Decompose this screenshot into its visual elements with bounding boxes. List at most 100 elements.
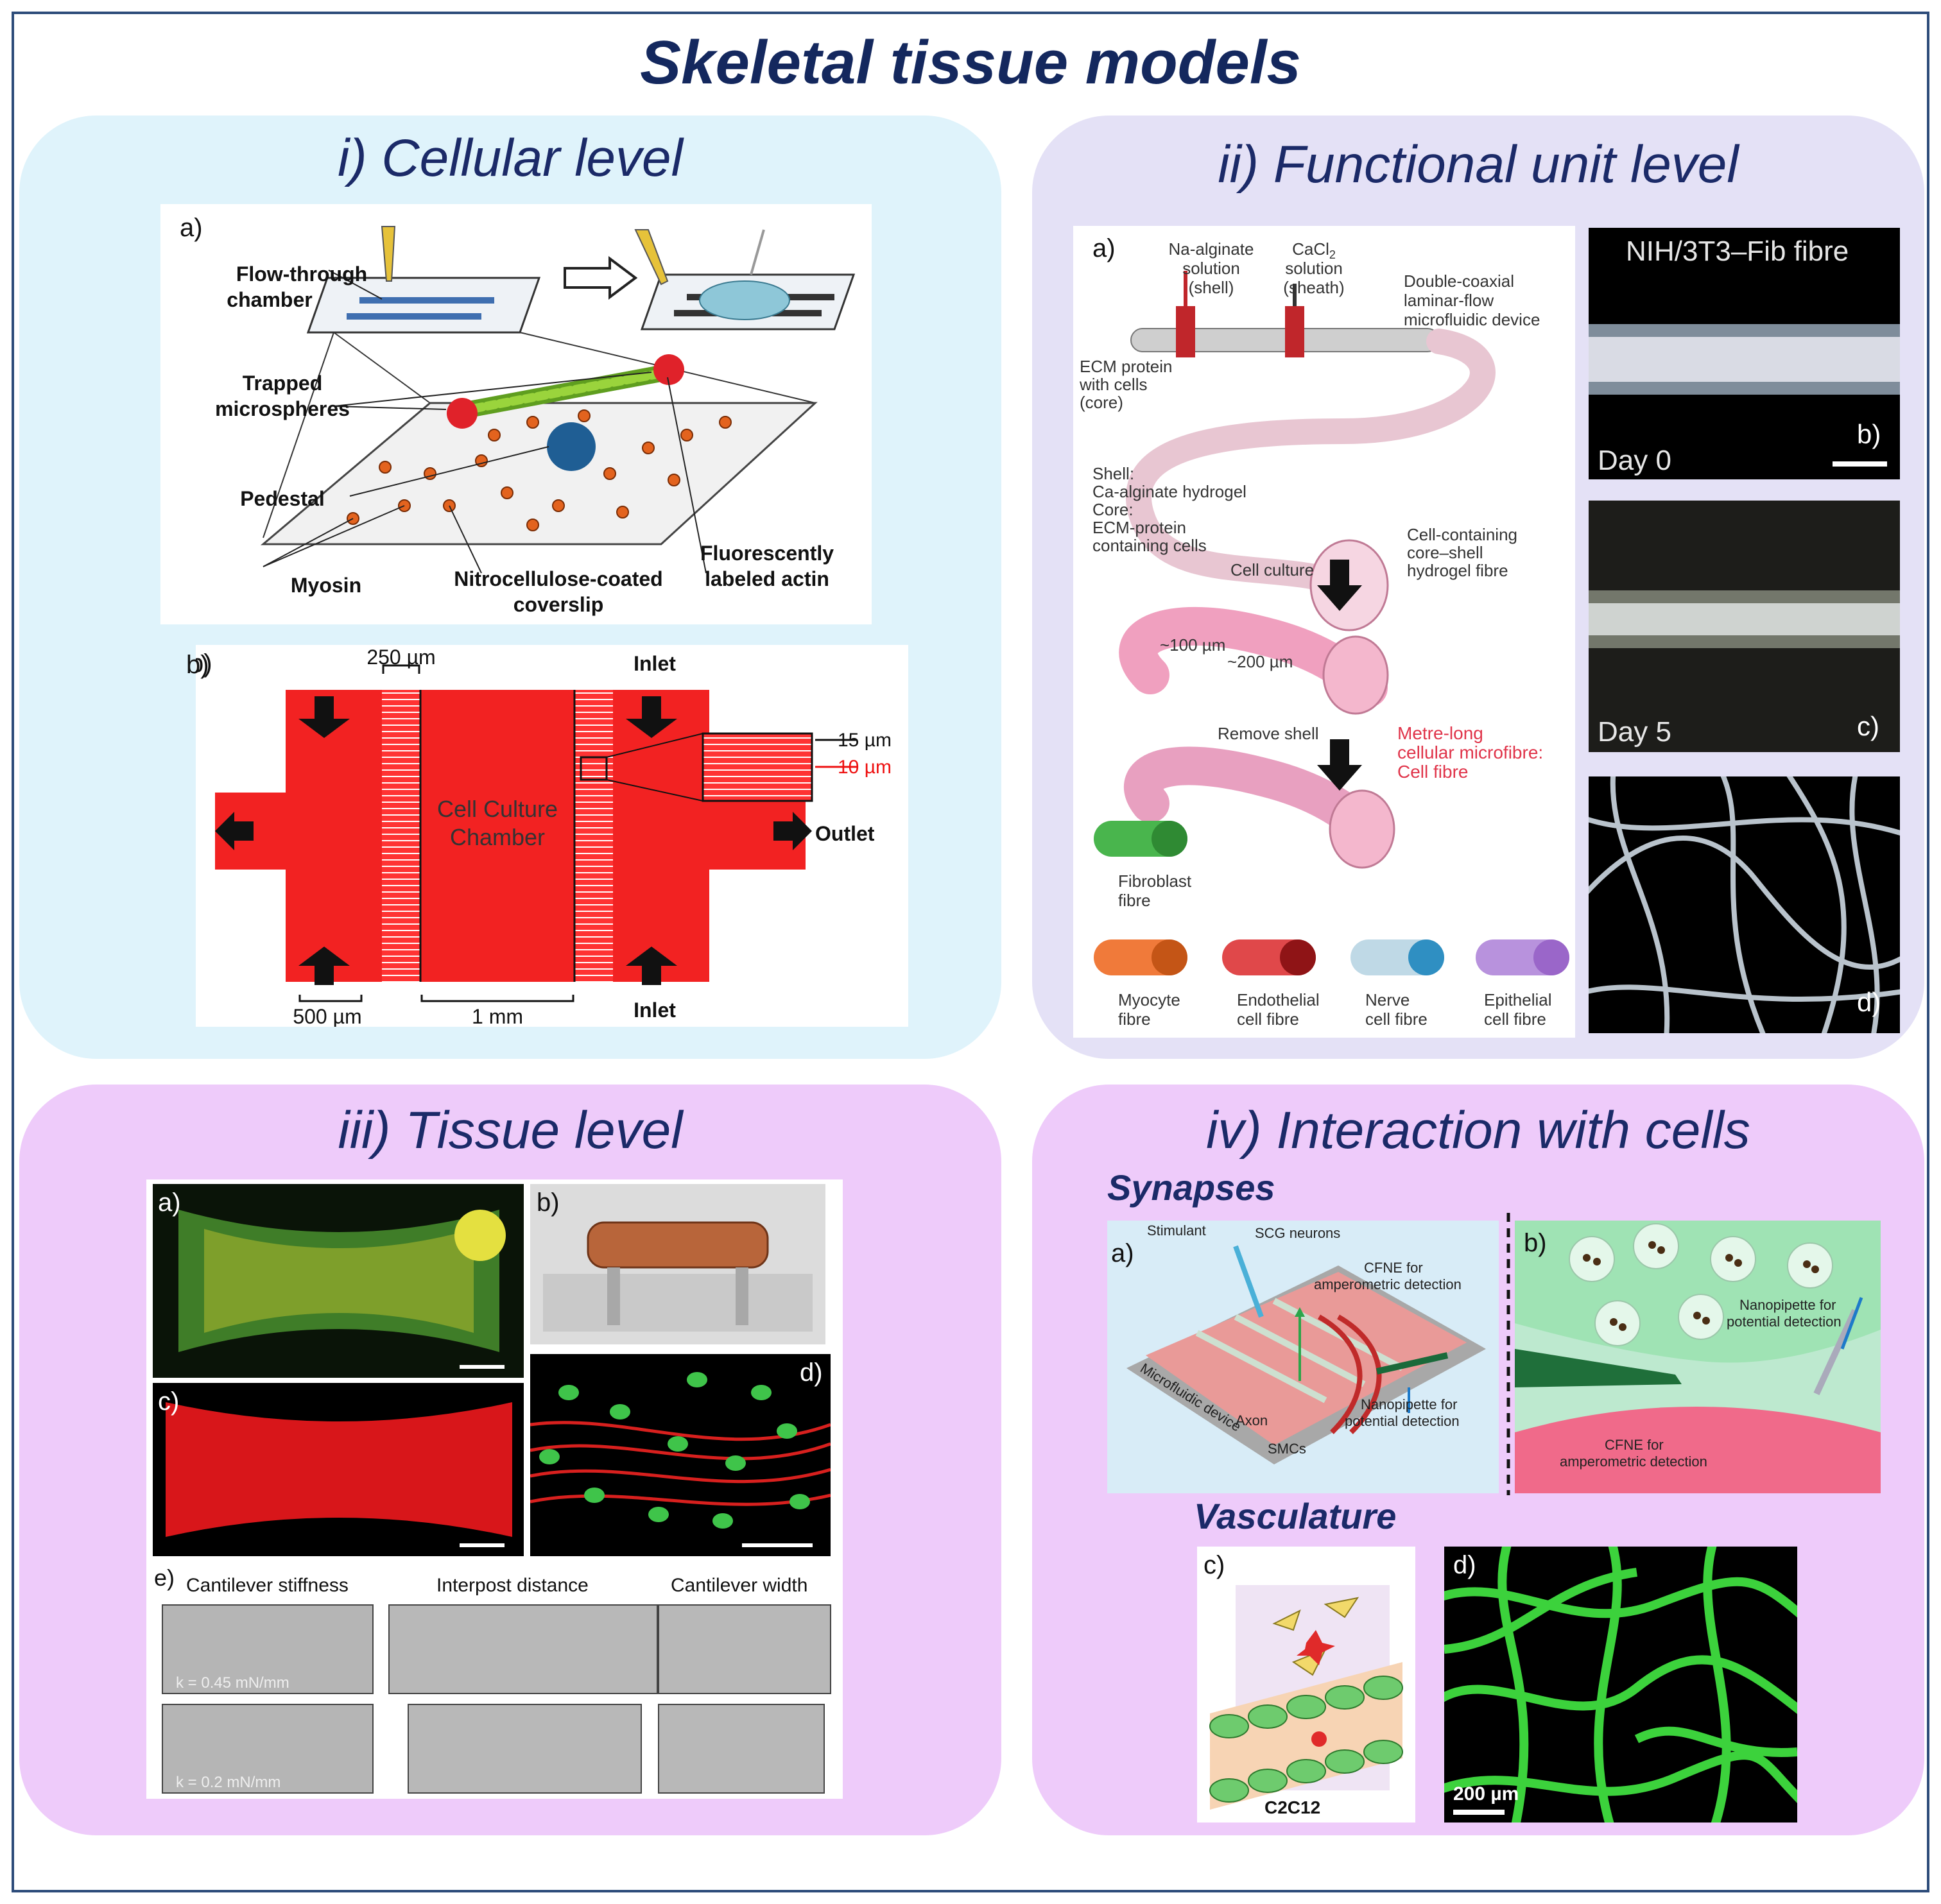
one-mm-label: 1 mm xyxy=(472,1005,523,1027)
potential-detection-label: potential detection xyxy=(1345,1413,1460,1429)
coverslip-label: coverslip xyxy=(513,593,604,616)
scale-200-label: 200 µm xyxy=(1453,1783,1519,1805)
epithelial-label: Epithelial xyxy=(1484,990,1552,1009)
cellular-panel-b: 250 µm Inlet Inlet Outlet Cell Culture C… xyxy=(189,645,908,1028)
cantilever-width-narrow xyxy=(658,1704,825,1794)
microfluidic-device-label: microfluidic device xyxy=(1404,310,1540,329)
vasculature-panel-c-label: c) xyxy=(1203,1551,1225,1579)
fibroblast-fibre-label: fibre xyxy=(1118,891,1151,910)
scale-bar xyxy=(1833,461,1887,467)
figure-title: Skeletal tissue models xyxy=(640,28,1301,97)
micrograph-day-5: Day 5 c) xyxy=(1589,501,1900,752)
interpost-distance-short xyxy=(408,1704,642,1794)
functional-panel-b-label: b) xyxy=(1857,419,1881,449)
vasculature-heading: Vasculature xyxy=(1194,1496,1397,1536)
nanopipette-b-label: Nanopipette for xyxy=(1739,1297,1836,1313)
core-shell-label: core–shell xyxy=(1407,543,1483,562)
actin-filament xyxy=(454,364,676,419)
laminar-flow-label: laminar-flow xyxy=(1404,291,1494,310)
cell-fibre-types xyxy=(1094,821,1569,975)
metre-long-label: Metre-long xyxy=(1397,723,1483,743)
cantilever-width-label: Cantilever width xyxy=(671,1575,808,1596)
cantilever-stiffness-low: k = 0.2 mN/mm xyxy=(162,1704,374,1794)
cell-interaction-title: iv) Interaction with cells xyxy=(1206,1101,1750,1160)
epithelial-fibre-label: cell fibre xyxy=(1484,1009,1546,1029)
axon-label: Axon xyxy=(1236,1412,1268,1428)
hydrogel-fibre-label: hydrogel fibre xyxy=(1407,561,1508,580)
cell-culture-chip-diagram: 250 µm Inlet Inlet Outlet Cell Culture C… xyxy=(189,646,892,1028)
hundred-um-label: ~100 µm xyxy=(1160,635,1225,655)
core-heading-label: Core: xyxy=(1092,500,1134,519)
pedestal-bead xyxy=(547,422,596,471)
cell-fibre-fabrication-diagram: a) Na-alginate solution (shell) CaCl2 so… xyxy=(1079,234,1569,1029)
scg-neurons-label: SCG neurons xyxy=(1255,1225,1341,1241)
fibroblast-label: Fibroblast xyxy=(1118,871,1192,891)
ca-alginate-hydrogel-label: Ca-alginate hydrogel xyxy=(1092,482,1247,501)
labeled-actin-label: labeled actin xyxy=(705,567,829,590)
ecm-protein-core-label: ECM-protein xyxy=(1092,518,1186,537)
nerve-fibre-label: cell fibre xyxy=(1365,1009,1428,1029)
nanopipette-label: Nanopipette for xyxy=(1361,1396,1458,1412)
vasculature-micrograph: d) 200 µm xyxy=(1444,1547,1797,1823)
tissue-panel-d-label: d) xyxy=(800,1359,823,1387)
stiffness-high-label: k = 0.45 mN/mm xyxy=(176,1674,289,1692)
chamber-label: chamber xyxy=(227,288,312,311)
microspheres-label: microspheres xyxy=(215,397,350,420)
stiffness-low-label: k = 0.2 mN/mm xyxy=(176,1774,281,1791)
tissue-micrograph-a: a) xyxy=(153,1184,524,1378)
motility-assay-diagram: a) Flow-through chamber Trapped microsph… xyxy=(180,214,856,616)
cellular-level-title: i) Cellular level xyxy=(338,129,683,187)
width-250-label: 250 µm xyxy=(367,646,435,669)
chamber-name-label: Chamber xyxy=(450,824,545,850)
scale-bar xyxy=(742,1543,813,1547)
cfne-b-label: CFNE for xyxy=(1605,1437,1664,1453)
vasculature-panel-d-label: d) xyxy=(1453,1551,1476,1579)
core-label: (core) xyxy=(1080,393,1123,412)
tissue-micrograph-d: d) xyxy=(530,1354,831,1556)
inlet-bottom-label: Inlet xyxy=(634,999,676,1022)
microsphere-right xyxy=(653,354,684,385)
functional-panel-a: a) Na-alginate solution (shell) CaCl2 so… xyxy=(1073,226,1575,1038)
cantilever-stiffness-label: Cantilever stiffness xyxy=(186,1575,349,1596)
tissue-micrograph-c: c) xyxy=(153,1383,524,1556)
fluorescently-label: Fluorescently xyxy=(700,542,834,565)
cacl2-label: CaCl2 xyxy=(1292,239,1336,261)
trapped-label: Trapped xyxy=(243,372,322,395)
ca-solution-label: solution xyxy=(1285,259,1343,278)
na-shell-label: (shell) xyxy=(1189,278,1234,297)
synapses-heading: Synapses xyxy=(1107,1167,1275,1208)
pedestal-label: Pedestal xyxy=(240,487,325,510)
five-hundred-um-label: 500 µm xyxy=(293,1005,361,1027)
interpost-distance-label: Interpost distance xyxy=(436,1575,589,1596)
amperometric-label: amperometric detection xyxy=(1314,1276,1462,1292)
myocyte-label: Myocyte xyxy=(1118,990,1180,1009)
functional-panel-a-label: a) xyxy=(1092,234,1116,262)
functional-panel-d-label: d) xyxy=(1857,987,1881,1017)
cantilever-width-wide xyxy=(658,1604,831,1694)
amperometric-b-label: amperometric detection xyxy=(1560,1454,1707,1470)
stimulant-label: Stimulant xyxy=(1147,1222,1206,1239)
with-cells-label: with cells xyxy=(1079,375,1147,394)
ecm-protein-label: ECM protein xyxy=(1080,357,1173,376)
tissue-panel-c-label: c) xyxy=(158,1387,180,1416)
figure-frame xyxy=(12,12,1929,1892)
cellular-panel-a-label: a) xyxy=(180,214,203,242)
endothelial-label: Endothelial xyxy=(1237,990,1320,1009)
day-0-label: Day 0 xyxy=(1598,445,1671,476)
functional-unit-title: ii) Functional unit level xyxy=(1218,135,1739,194)
scale-bar xyxy=(460,1365,505,1369)
synapse-zoom-panel: b) Nanopipette for potential detection C… xyxy=(1515,1221,1881,1493)
ca-sheath-label: (sheath) xyxy=(1283,278,1344,297)
cantilever-stiffness-high: k = 0.45 mN/mm xyxy=(162,1604,374,1694)
nih3t3-caption: NIH/3T3–Fib fibre xyxy=(1626,236,1849,267)
flow-arrows xyxy=(215,696,812,985)
micrograph-day-0: NIH/3T3–Fib fibre Day 0 b) xyxy=(1589,228,1900,479)
cell-fibre-label: Cell fibre xyxy=(1397,762,1468,782)
synapse-panel-a-label: a) xyxy=(1111,1239,1134,1267)
tissue-panel-e-label: e) xyxy=(154,1565,175,1591)
myosin-label: Myosin xyxy=(291,574,361,597)
synapse-device-panel: a) Stimulant SCG neurons CFNE for ampero… xyxy=(1107,1221,1499,1493)
synapse-panel-b-label: b) xyxy=(1524,1229,1547,1257)
tissue-panel-a-label: a) xyxy=(158,1188,181,1217)
vasculature-diagram-panel: c) C2C12 xyxy=(1197,1547,1415,1823)
